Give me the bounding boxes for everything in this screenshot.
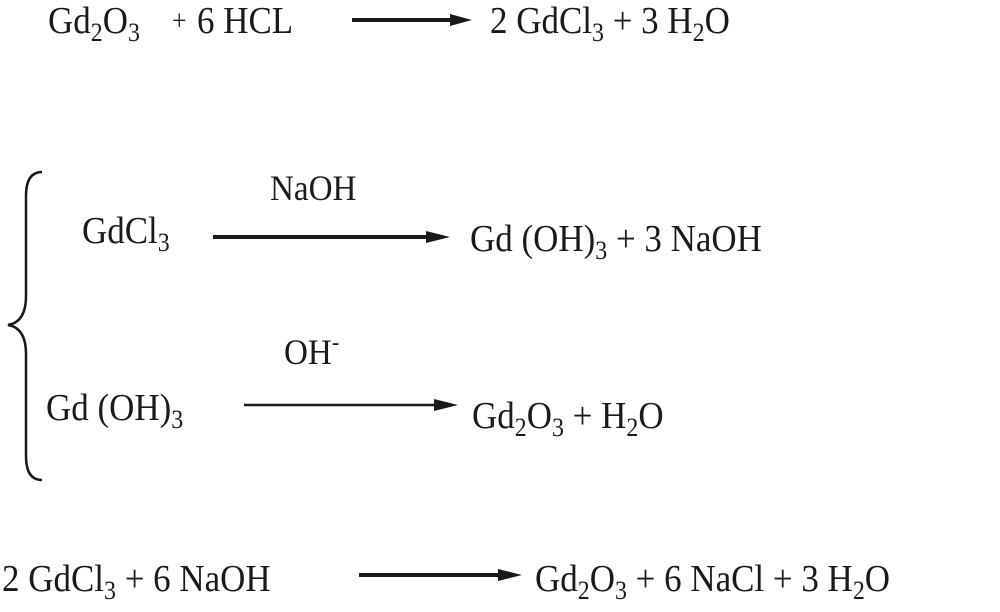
overall-arrow — [359, 569, 522, 581]
step1-products: Gd (OH)3 + 3 NaOH — [470, 218, 762, 265]
step2-condition: OH- — [284, 330, 340, 372]
step1-arrow — [213, 231, 450, 243]
reaction1-arrow — [352, 14, 472, 26]
overall-reactants: 2 GdCl3 + 6 NaOH — [2, 558, 271, 605]
reaction1-plus: + — [172, 6, 187, 37]
reaction1-reactant-b: 6 HCL — [197, 0, 294, 42]
step2-arrow — [244, 399, 458, 411]
reaction1-reactant-a: Gd2O3 — [48, 0, 140, 47]
step1-reactant: GdCl3 — [82, 210, 170, 257]
step2-reactant: Gd (OH)3 — [46, 387, 184, 434]
overall-products: Gd2O3 + 6 NaCl + 3 H2O — [535, 558, 891, 605]
step1-condition: NaOH — [270, 168, 357, 208]
step2-products: Gd2O3 + H2O — [472, 395, 664, 442]
left-curly-brace — [7, 170, 43, 482]
reaction1-products: 2 GdCl3 + 3 H2O — [490, 0, 730, 47]
